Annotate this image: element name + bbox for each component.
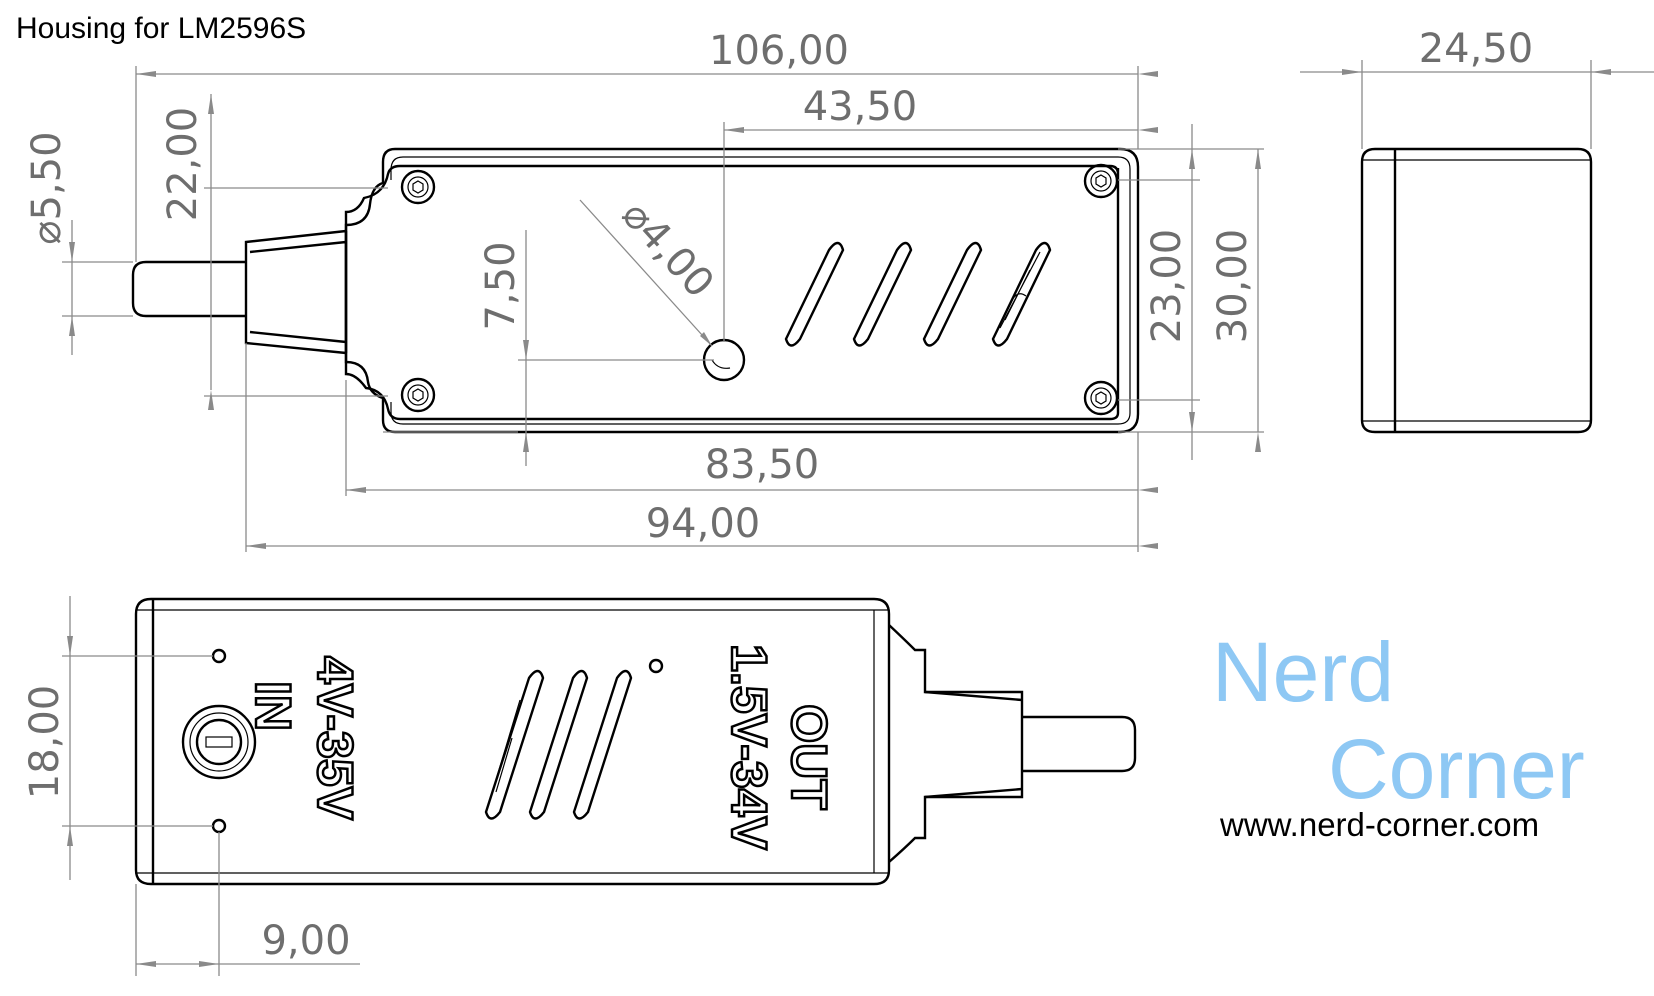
screw-hole-bottom-right — [1083, 380, 1119, 416]
output-range-label: 1.5V-34V — [721, 644, 777, 850]
logo-line1: Nerd — [1212, 625, 1395, 719]
input-label: IN — [245, 681, 301, 731]
dim-led-offset: 7,50 — [478, 241, 524, 330]
bottom-hole-right — [648, 658, 664, 674]
input-range-label: 4V-35V — [307, 656, 363, 821]
bottom-hole-top — [211, 648, 227, 664]
dimension-lines — [62, 60, 1654, 976]
bottom-hole-bottom — [211, 818, 227, 834]
drawing-title: Housing for LM2596S — [16, 12, 307, 45]
input-pin — [131, 260, 246, 318]
logo-line2: Corner — [1328, 722, 1585, 816]
screw-hole-bottom-left — [400, 377, 436, 413]
vent-slots-bottom — [484, 669, 633, 820]
vent-slots-top — [784, 241, 1052, 347]
dim-screw-distance: 83,50 — [705, 442, 820, 488]
dim-inner-height: 23,00 — [1144, 229, 1190, 344]
housing-outline — [344, 147, 1140, 434]
dim-outer-height: 30,00 — [1210, 229, 1256, 344]
dimension-arrowheads — [67, 69, 1611, 967]
output-label: OUT — [781, 704, 837, 810]
top-view — [131, 147, 1140, 434]
side-view — [1360, 147, 1593, 434]
cable-gland — [244, 229, 348, 355]
dim-hole-spacing: 43,50 — [803, 84, 918, 130]
dim-body-length: 94,00 — [646, 501, 761, 547]
bottom-view: IN 4V-35V 1.5V-34V OUT — [134, 597, 1137, 886]
dim-pin-diameter: ⌀5,50 — [24, 131, 70, 244]
housing-inner-wall — [344, 164, 1120, 421]
screw-hole-top-right — [1083, 163, 1119, 199]
dim-led-diameter: ⌀4,00 — [613, 192, 723, 307]
potentiometer-knob — [181, 704, 257, 780]
dim-side-depth: 24,50 — [1419, 26, 1534, 72]
dim-bottom-offset: 9,00 — [261, 918, 350, 964]
dim-bottom-height: 18,00 — [22, 685, 68, 800]
website-url: www.nerd-corner.com — [1220, 806, 1540, 843]
screw-hole-top-left — [400, 169, 436, 205]
dim-flange-height: 22,00 — [160, 107, 206, 222]
dim-total-length: 106,00 — [709, 28, 849, 74]
